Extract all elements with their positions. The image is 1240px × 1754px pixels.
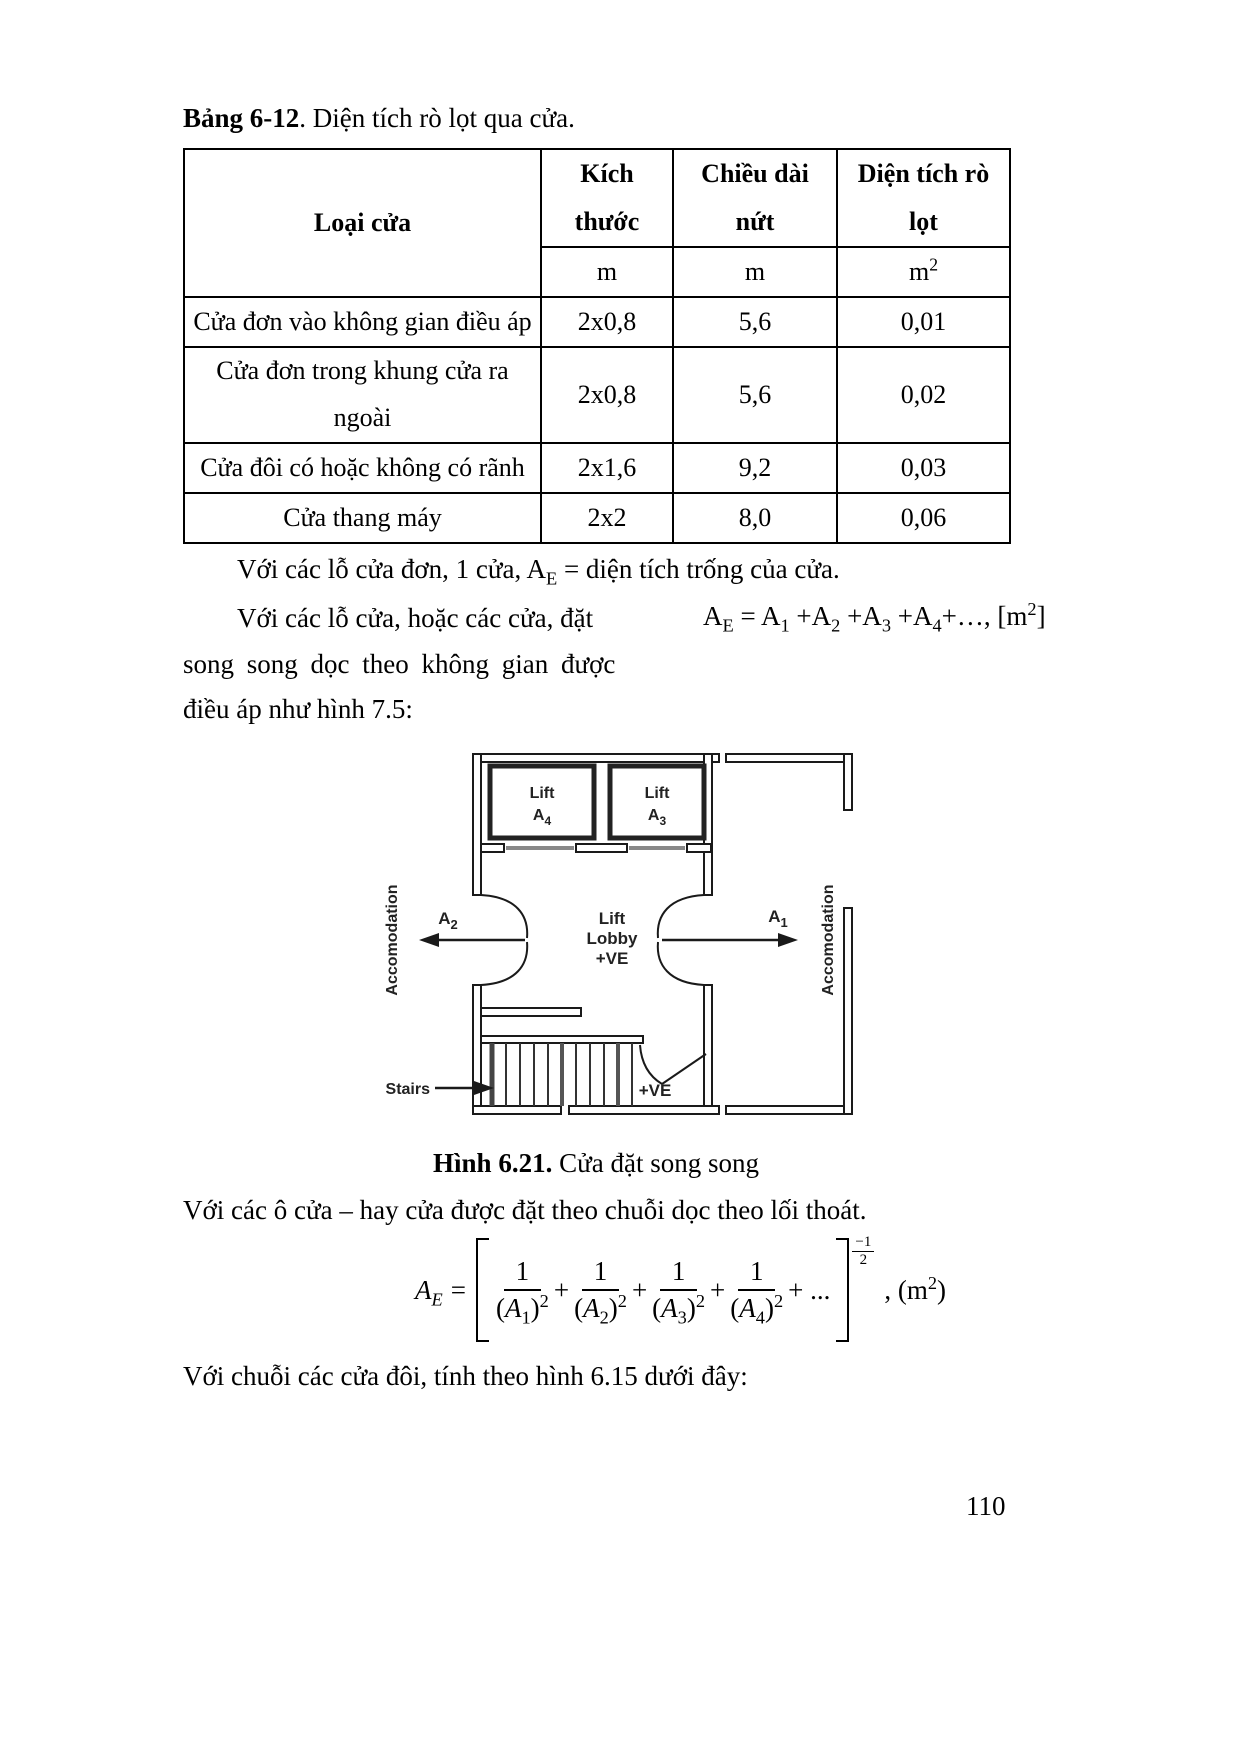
lobby-label-line3: +VE	[596, 949, 629, 968]
a2-arrow-icon	[419, 933, 525, 947]
lift-a4-label-line2: A4	[533, 807, 552, 828]
table-caption-number: Bảng 6-12	[183, 103, 300, 133]
unit-crack: m	[672, 246, 838, 299]
ve-bottom-label: +VE	[639, 1081, 672, 1100]
figure-caption-text: Cửa đặt song song	[552, 1148, 759, 1178]
table-row: Cửa đơn vào không gian điều áp 2x0,8 5,6…	[183, 296, 1011, 349]
paragraph-parallel-doors-line2: song song dọc theo không gian được	[183, 649, 616, 679]
right-door-arcs-icon	[656, 894, 705, 986]
floor-plan-figure: Lift A4 Lift A3 Lift Lobby +VE Accomodat…	[384, 753, 853, 1115]
unit-leak: m2	[836, 246, 1011, 299]
a1-label: A1	[768, 907, 788, 930]
right-bracket	[836, 1238, 850, 1342]
plus-sign: +	[553, 1274, 570, 1305]
lift-shafts	[487, 763, 707, 841]
lift-a3-box	[607, 763, 707, 841]
sum-formula: AE = A1 +A2 +A3 +A4+…, [m2]	[703, 599, 1046, 636]
table-caption: Bảng 6-12. Diện tích rò lọt qua cửa.	[183, 100, 575, 136]
col-header-crack-length: Chiều dài nứt	[672, 147, 838, 249]
figure-caption-number: Hình 6.21.	[433, 1148, 553, 1178]
col-header-door-type: Loại cửa	[183, 147, 542, 299]
lift-a4-box	[487, 763, 597, 841]
lobby-label-line1: Lift	[599, 909, 626, 928]
a1-arrow-icon	[662, 933, 798, 947]
lobby-label-line2: Lobby	[587, 929, 639, 948]
stairs-label: Stairs	[386, 1081, 431, 1098]
left-door-arcs-icon	[480, 894, 529, 986]
unit-size: m	[540, 246, 674, 299]
fraction-term-1: 1 (A1)2	[495, 1256, 549, 1328]
formula-units: , (m2)	[884, 1272, 947, 1305]
lift-a4-label-line1: Lift	[530, 785, 556, 802]
walls	[472, 753, 853, 1115]
paragraph-double-door-series: Với chuỗi các cửa đôi, tính theo hình 6.…	[183, 1361, 748, 1391]
paragraph-parallel-doors-line3: điều áp như hình 7.5:	[183, 694, 413, 724]
stairs-treads	[489, 1043, 633, 1106]
table-row: Cửa đơn trong khung cửa ra ngoài 2x0,8 5…	[183, 346, 1011, 444]
table-row: Cửa thang máy 2x2 8,0 0,06	[183, 492, 1011, 545]
plus-sign: +	[710, 1274, 726, 1305]
series-formula: AE = 1 (A1)2 + 1 (A2)2 + 1 (A3)2 + 1 (A4…	[415, 1234, 947, 1342]
page-number: 110	[966, 1491, 1006, 1521]
leakage-table: Loại cửa Kích thước Chiều dài nứt Diện t…	[183, 147, 1011, 545]
figure-caption: Hình 6.21. Cửa đặt song song	[183, 1145, 1009, 1181]
lift-a3-label-line1: Lift	[645, 785, 671, 802]
stairs-arrow-icon	[435, 1081, 494, 1095]
formula-equals: =	[450, 1274, 466, 1305]
stair-door-swing-icon	[639, 1044, 707, 1085]
a2-label: A2	[438, 909, 458, 932]
col-header-leak-area: Diện tích rò lọt	[836, 147, 1011, 249]
paragraph-parallel-doors-line1: Với các lỗ cửa, hoặc các cửa, đặt	[237, 603, 594, 633]
col-header-size: Kích thước	[540, 147, 674, 249]
formula-lhs: AE	[415, 1274, 443, 1309]
lift-door-sills	[506, 846, 685, 850]
left-bracket	[475, 1238, 489, 1342]
fraction-term-3: 1 (A3)2	[652, 1256, 706, 1328]
fraction-term-2: 1 (A2)2	[574, 1256, 627, 1328]
ellipsis: + ...	[788, 1274, 831, 1305]
accommodation-right-label: Accomodation	[820, 884, 837, 995]
accommodation-left-label: Accomodation	[384, 884, 401, 995]
lift-a3-label-line2: A3	[648, 807, 667, 828]
table-caption-text: . Diện tích rò lọt qua cửa.	[299, 103, 575, 133]
paragraph-single-door: Với các lỗ cửa đơn, 1 cửa, AE = diện tíc…	[237, 554, 840, 589]
table-row: Cửa đôi có hoặc không có rãnh 2x1,6 9,2 …	[183, 441, 1011, 495]
paragraph-series-doors: Với các ô cửa – hay cửa được đặt theo ch…	[183, 1195, 867, 1225]
fraction-term-4: 1 (A4)2	[730, 1256, 784, 1328]
plus-sign: +	[631, 1274, 648, 1305]
